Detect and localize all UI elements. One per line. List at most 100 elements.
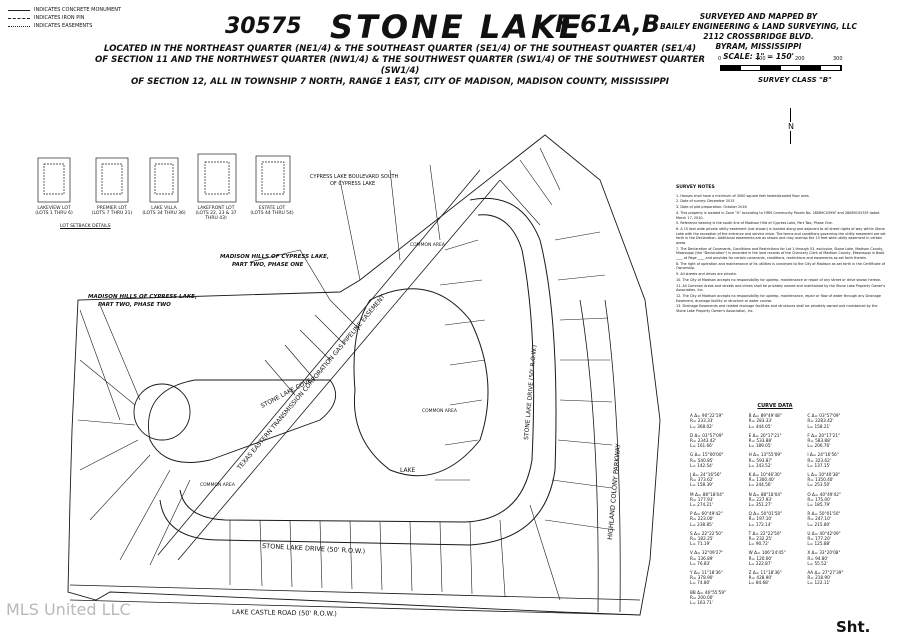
curve-value: L= 74.80' — [690, 580, 711, 586]
location-description: LOCATED IN THE NORTHEAST QUARTER (NE1/4)… — [80, 44, 720, 88]
curve-value: L= 158.39' — [690, 482, 713, 488]
curve-value: Z Δ= 11°18'36" — [748, 570, 782, 576]
survey-note: 6. A 15 foot wide private utility easeme… — [676, 227, 886, 245]
lot-type-label: LAKE VILLA(LOTS 34 THRU 36) — [140, 206, 188, 216]
curve-value: J Δ= 24°16'56" — [690, 472, 722, 478]
road-label: LAKE CASTLE ROAD (50' R.O.W.) — [232, 608, 337, 618]
survey-note: 5. Reference bearing is the south line o… — [676, 221, 833, 226]
north-lot-lines — [249, 164, 441, 301]
setback-inner — [101, 163, 123, 195]
curve-value: A Δ= 90°22'19" — [690, 413, 724, 419]
curve-value: BB Δ= 46°55'59" — [690, 589, 726, 595]
stone-lake-drive-outer — [159, 197, 557, 546]
curve-entry: G Δ= 15°00'00"R= 540.85'L= 142.54' — [690, 452, 743, 468]
curve-entry: S Δ= 22°22'50"R= 182.25'L= 71.19' — [690, 531, 743, 547]
concrete-monument-symbol — [8, 9, 30, 11]
curve-entry: W Δ= 106°24'45"R= 120.00'L= 222.87' — [749, 550, 802, 566]
lake-castle-road-lines — [69, 584, 641, 616]
curve-entry: A Δ= 90°22'19"R= 233.33'L= 368.02' — [690, 413, 743, 429]
legend-item: INDICATES EASEMENTS — [8, 22, 121, 30]
setback-box-lakeview — [37, 157, 71, 203]
curve-value: S Δ= 22°22'50" — [690, 530, 723, 536]
lot-type-name: LAKEFRONT LOT — [197, 206, 235, 211]
watermark: MLS United LLC — [6, 600, 131, 619]
inner-east-lot-lines — [435, 239, 486, 481]
curve-value: R= 232.25' — [748, 536, 773, 542]
setback-inner — [261, 161, 285, 195]
curve-value: V Δ= 32°09'27" — [690, 550, 724, 556]
lot-type-label: LAKEVIEW LOT(LOTS 1 THRU 6) — [30, 206, 78, 216]
curve-entry: K Δ= 10°46'30"R= 1300.40'L= 244.56' — [749, 472, 802, 488]
curve-value: B Δ= 89°49'48" — [748, 413, 782, 419]
south-lot-lines — [229, 504, 561, 601]
surveyor-block: SURVEYED AND MAPPED BY BAILEY ENGINEERIN… — [660, 12, 857, 62]
lot-setback-details — [37, 153, 291, 203]
setback-inner — [43, 163, 65, 195]
curve-value: R= 2283.42' — [807, 418, 834, 424]
cypress-lake-label: OF CYPRESS LAKE — [330, 181, 375, 187]
legend-item: INDICATES IRON PIN — [8, 14, 121, 22]
curve-value: R= 533.88' — [748, 438, 773, 444]
curve-entry: O Δ= 40°49'42"R= 175.00'L= 185.79' — [807, 492, 860, 508]
curve-value: G Δ= 15°00'00" — [690, 452, 724, 458]
curve-entry: Z Δ= 11°18'36"R= 428.90'L= 84.68' — [749, 570, 802, 586]
curve-value: R= 175.00' — [807, 496, 831, 502]
curve-value: R= 120.00' — [748, 555, 773, 561]
curve-entry: J Δ= 24°16'56"R= 373.62'L= 158.39' — [690, 472, 743, 488]
curve-data-title: CURVE DATA — [757, 403, 793, 409]
curve-value: R= 540.85' — [690, 457, 714, 463]
curve-value: L= 172.14' — [748, 521, 772, 527]
setback-box-lakefront — [197, 153, 237, 203]
curve-entry: F Δ= 20°17'21"R= 583.88'L= 206.76' — [807, 433, 860, 449]
lot-type-name: LAKE VILLA — [151, 206, 177, 211]
lot-type-range: (LOTS 44 THRU 54) — [250, 211, 294, 216]
curve-entry: M Δ= 88°18'04"R= 177.93'L= 274.21' — [690, 492, 743, 508]
legend-item: INDICATES CONCRETE MONUMENT — [8, 6, 121, 14]
curve-value: M Δ= 88°18'04" — [690, 491, 724, 497]
curve-value: R= 378.90' — [690, 575, 714, 581]
curve-grid: A Δ= 90°22'19"R= 233.33'L= 368.02' B Δ= 8… — [690, 413, 860, 605]
survey-notes: SURVEY NOTES 1. Houses shall have a mini… — [676, 185, 886, 315]
curve-entry: B Δ= 89°49'48"R= 283.33'L= 444.05' — [749, 413, 802, 429]
curve-value: L= 161.66' — [690, 443, 713, 449]
curve-value: F Δ= 20°17'21" — [807, 432, 840, 438]
curve-entry: U Δ= 40°42'09"R= 177.20'L= 125.88' — [807, 531, 860, 547]
survey-note: 9. All streets and drives are private. — [676, 272, 737, 276]
west-lot-lines — [77, 304, 191, 566]
curve-value: R= 1350.40' — [807, 477, 834, 483]
curve-value: K Δ= 10°46'30" — [748, 472, 782, 478]
lake-label: LAKE — [400, 467, 416, 474]
curve-value: L= 125.88' — [807, 541, 831, 547]
cul-de-sac-circle — [133, 383, 191, 441]
scale-tick-label: 0 — [718, 56, 722, 62]
adjacent-subdivision-label: PART TWO, PHASE TWO — [98, 302, 171, 308]
lot-type-name: ESTATE LOT — [258, 206, 286, 211]
curve-value: R= 182.25' — [690, 536, 714, 542]
curve-value: D Δ= 03°57'09" — [690, 432, 724, 438]
location-line: LOCATED IN THE NORTHEAST QUARTER (NE1/4)… — [103, 44, 697, 54]
scale-bar — [720, 65, 842, 71]
survey-note: 11. All Common Areas and streets and dri… — [676, 283, 886, 293]
survey-note: 3. Date of plat preparation: October 201… — [676, 205, 747, 210]
easement-symbol — [8, 25, 30, 27]
location-line: OF SECTION 11 AND THE NORTHWEST QUARTER … — [94, 55, 706, 76]
curve-entry: V Δ= 32°09'27"R= 136.89'L= 76.83' — [690, 550, 743, 566]
curve-entry: C Δ= 03°57'09"R= 2283.42'L= 158.21' — [807, 413, 860, 429]
curve-value: R= 233.33' — [690, 418, 714, 424]
curve-value: L= 158.21' — [807, 423, 831, 429]
scale-tick-label: 200 — [795, 56, 805, 62]
curve-value: R= 373.62' — [690, 477, 714, 483]
lot-type-range: (LOTS 22, 23 & 37 THRU 43) — [195, 211, 237, 221]
stone-lake-drive-inner — [179, 214, 535, 523]
curve-value: R= 2343.42' — [690, 438, 717, 444]
curve-value: L= 122.11' — [807, 580, 831, 586]
cypress-lake-label: CYPRESS LAKE BOULEVARD SOUTH — [310, 174, 399, 180]
curve-data-table: CURVE DATA A Δ= 90°22'19"R= 233.33'L= 36… — [690, 403, 860, 605]
north-arrow: N — [788, 108, 794, 145]
curve-value: R= 197.10' — [748, 516, 773, 522]
curve-entry: I Δ= 24°16'56"R= 323.62'L= 137.15' — [807, 452, 860, 468]
survey-note: 10. The City of Madison accepts no respo… — [676, 277, 882, 282]
surveyor-name: BAILEY ENGINEERING & LAND SURVEYING, LLC — [660, 22, 857, 31]
curve-value: L= 185.79' — [807, 502, 831, 508]
